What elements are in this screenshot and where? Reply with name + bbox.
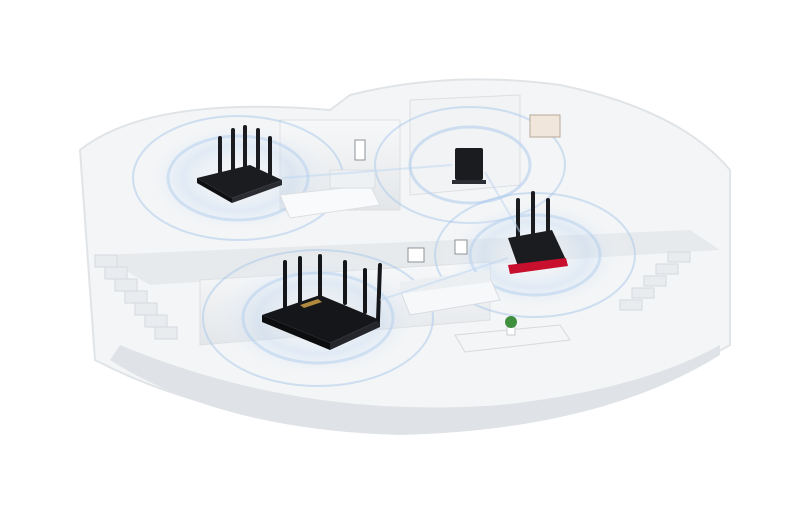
- bed-icon: [279, 169, 381, 219]
- router-icon: [262, 254, 382, 350]
- wifi-signal-beam: [281, 164, 521, 301]
- picture-frame-icon: [354, 139, 366, 161]
- sofa-icon: [399, 270, 501, 316]
- mesh-node-icon: [452, 148, 486, 184]
- router-icon: [197, 125, 282, 203]
- staircase-icon: [94, 254, 178, 340]
- router-icon: [508, 191, 568, 274]
- picture-frame-icon: [529, 114, 561, 138]
- plant-icon: [505, 316, 517, 336]
- coffee-table-icon: [454, 324, 571, 353]
- staircase-icon: [619, 251, 691, 311]
- picture-frame-icon: [454, 239, 468, 255]
- picture-frame-icon: [407, 247, 425, 263]
